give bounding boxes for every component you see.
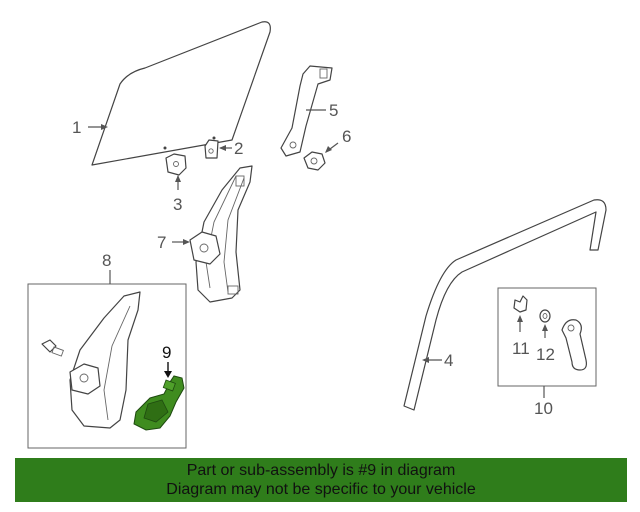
parts-diagram: 1 2 3 5 6 7 xyxy=(27,21,607,449)
banner-line-2: Diagram may not be specific to your vehi… xyxy=(166,481,476,498)
regulator-assembly-box xyxy=(27,283,187,449)
callout-9: 9 xyxy=(162,343,171,362)
glass-bracket-part-3[interactable] xyxy=(165,153,187,176)
callout-1: 1 xyxy=(72,118,81,137)
callout-7: 7 xyxy=(157,233,166,252)
washer-part-12[interactable] xyxy=(539,309,551,323)
callout-4: 4 xyxy=(444,351,453,370)
window-motor-part-9[interactable] xyxy=(133,375,185,431)
callout-8: 8 xyxy=(102,251,111,270)
callout-6: 6 xyxy=(342,127,351,146)
callout-2: 2 xyxy=(234,139,243,158)
run-channel-part-4[interactable] xyxy=(403,199,607,411)
door-glass-part-1[interactable] xyxy=(91,21,271,166)
callout-10: 10 xyxy=(534,399,553,418)
callout-5: 5 xyxy=(329,101,338,120)
handle-kit-box xyxy=(497,287,597,387)
banner-line-1: Part or sub-assembly is #9 in diagram xyxy=(186,462,456,479)
clip-part-2[interactable] xyxy=(204,139,219,159)
clip-part-11[interactable] xyxy=(513,295,528,313)
info-banner: Part or sub-assembly is #9 in diagram Di… xyxy=(15,458,627,502)
callout-3: 3 xyxy=(173,195,182,214)
guide-rail-part-5[interactable] xyxy=(280,65,333,157)
window-handle-part[interactable] xyxy=(561,319,587,371)
nut-part-6[interactable] xyxy=(303,151,326,171)
regulator-assembly-part-8[interactable] xyxy=(41,291,141,429)
callout-11: 11 xyxy=(512,339,530,358)
window-regulator-part-7[interactable] xyxy=(189,165,253,303)
callout-12: 12 xyxy=(536,345,555,364)
